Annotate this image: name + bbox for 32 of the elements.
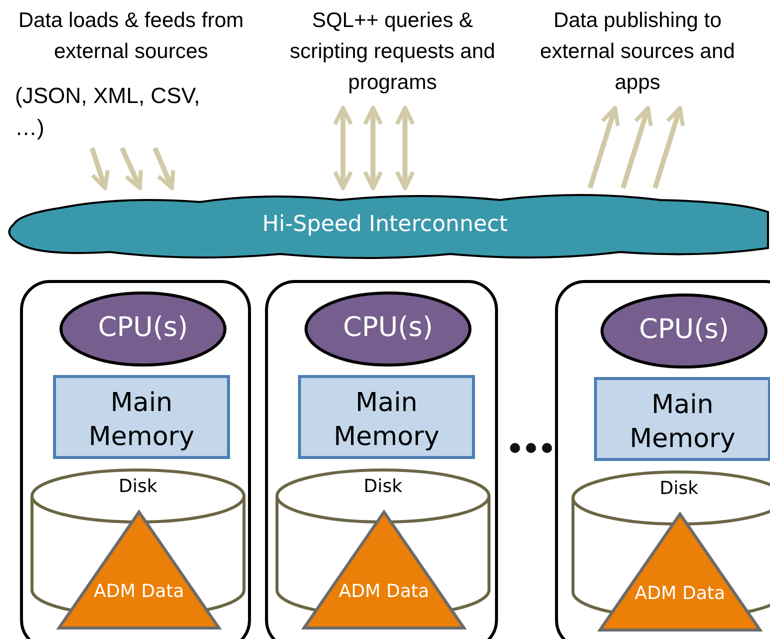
arrow <box>363 106 383 190</box>
server-node-box <box>555 280 770 639</box>
arrow <box>90 147 110 190</box>
cpu-label: CPU(s) <box>96 312 190 343</box>
source-caption: SQL++ queries & scripting requests and programs <box>288 8 496 96</box>
disk-label: Disk <box>118 476 158 497</box>
cpu-label: CPU(s) <box>342 312 434 343</box>
arrow <box>333 106 353 190</box>
cpu-label: CPU(s) <box>638 314 730 345</box>
arrow <box>588 106 620 189</box>
arrow <box>620 106 653 189</box>
data-label: ADM Data <box>92 580 186 604</box>
arrow <box>652 106 685 189</box>
memory-box <box>594 377 770 461</box>
disk-label: Disk <box>362 476 404 497</box>
data-label: ADM Data <box>338 580 430 604</box>
interconnect-label: Hi-Speed Interconnect <box>261 212 509 237</box>
data-label: ADM Data <box>634 582 726 606</box>
server-node-box <box>20 280 251 639</box>
memory-label: Main Memory <box>628 389 736 456</box>
arrow <box>152 147 176 190</box>
memory-box <box>298 375 475 459</box>
memory-label: Main Memory <box>88 387 196 454</box>
source-caption: (JSON, XML, CSV, …) <box>15 82 202 142</box>
server-node-box <box>265 280 498 639</box>
source-caption: Data loads & feeds from external sources <box>17 8 245 65</box>
source-caption: Data publishing to external sources and apps <box>539 8 736 96</box>
memory-label: Main Memory <box>332 387 440 454</box>
memory-box <box>53 375 230 459</box>
arrow <box>395 106 415 190</box>
disk-label: Disk <box>658 478 700 499</box>
arrow <box>120 146 143 190</box>
